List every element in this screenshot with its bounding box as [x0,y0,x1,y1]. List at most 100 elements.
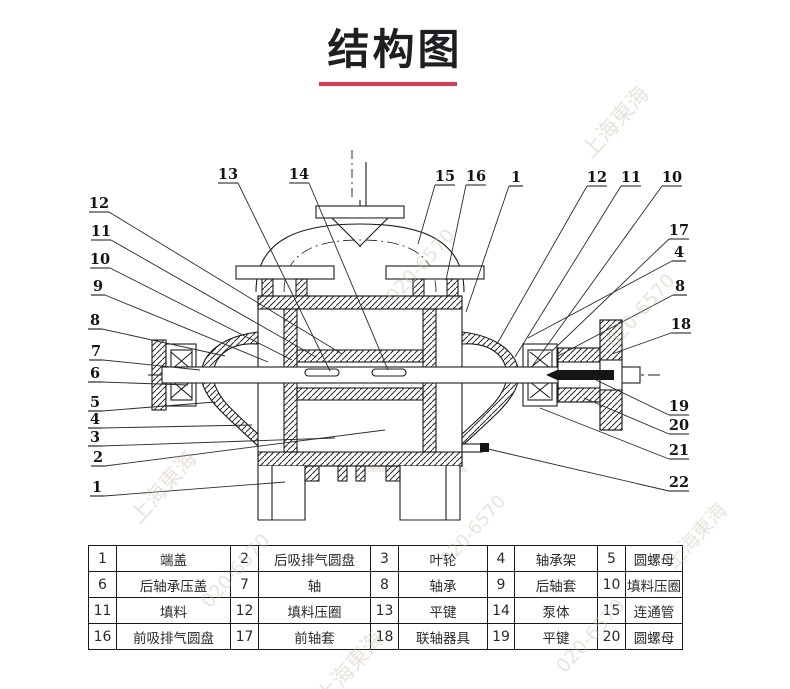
part-name-cell: 叶轮 [398,545,488,572]
svg-text:5: 5 [90,394,100,411]
page-title: 结构图 [327,25,463,74]
callout-12-0: 12 [89,195,343,355]
shaft [161,366,641,384]
svg-text:3: 3 [90,429,100,446]
svg-text:21: 21 [669,442,689,459]
callout-21-26: 21 [539,407,689,460]
svg-text:12: 12 [89,195,109,212]
svg-text:13: 13 [218,166,238,183]
svg-text:19: 19 [669,398,689,415]
svg-text:18: 18 [671,316,691,333]
part-name-cell: 填料压圈 [258,597,371,624]
part-name-cell: 端盖 [116,545,231,572]
part-name-cell: 泵体 [514,597,598,624]
svg-text:17: 17 [669,222,689,239]
dome-flanges [235,265,485,299]
svg-text:20: 20 [669,417,689,434]
svg-text:11: 11 [91,223,111,240]
callout-22-27: 22 [487,448,689,492]
part-no-cell: 5 [597,545,626,572]
svg-text:4: 4 [90,411,100,428]
part-name-cell: 填料压圈 [625,571,683,598]
svg-text:6: 6 [90,365,100,382]
part-name-cell: 后吸排气圆盘 [258,545,371,572]
svg-text:10: 10 [90,251,110,268]
svg-text:1: 1 [92,479,102,496]
callout-8-4: 8 [88,312,226,357]
svg-text:8: 8 [90,312,100,329]
part-name-cell: 圆螺母 [625,545,683,572]
part-name-cell: 平键 [398,597,488,624]
coupling [546,319,623,431]
svg-text:15: 15 [435,168,455,185]
part-no-cell: 11 [88,597,117,624]
callout-11-1: 11 [91,223,317,358]
svg-text:10: 10 [662,169,682,186]
part-no-cell: 19 [487,623,515,650]
callout-17-20: 17 [551,222,689,352]
part-name-cell: 填料 [116,597,231,624]
title-underline [319,82,457,86]
callout-6-6: 6 [88,365,189,386]
part-no-cell: 2 [230,545,259,572]
part-no-cell: 16 [88,623,117,650]
part-no-cell: 18 [370,623,399,650]
part-no-cell: 3 [370,545,399,572]
svg-text:1: 1 [511,169,521,186]
part-no-cell: 4 [487,545,515,572]
callout-11-18: 11 [514,169,641,358]
part-name-cell: 平键 [514,623,598,650]
part-name-cell: 后轴套 [514,571,598,598]
callout-10-19: 10 [532,169,682,366]
callout-7-5: 7 [89,343,201,371]
part-no-cell: 10 [597,571,626,598]
callout-2-10: 2 [91,429,386,467]
part-no-cell: 7 [230,571,259,598]
part-no-cell: 6 [88,571,117,598]
callout-14-13: 14 [289,166,389,371]
callout-13-12: 13 [218,166,331,372]
part-name-cell: 后轴承压盖 [116,571,231,598]
callout-3-9: 3 [88,429,336,447]
drain-pipe [461,443,489,453]
svg-text:8: 8 [675,278,685,295]
callout-1-16: 1 [465,169,523,313]
feet [257,465,461,521]
callout-10-2: 10 [90,251,293,361]
right-bearing-housing [461,331,520,448]
callout-20-25: 20 [583,397,689,435]
svg-text:2: 2 [93,449,103,466]
svg-text:4: 4 [674,244,684,261]
callout-4-8: 4 [88,411,253,429]
part-name-cell: 轴 [258,571,371,598]
callout-1-11: 1 [90,479,286,497]
callout-19-24: 19 [595,379,689,416]
inlet-flange [315,205,405,247]
svg-text:16: 16 [466,168,486,185]
svg-text:22: 22 [669,474,689,491]
part-no-cell: 13 [370,597,399,624]
callout-9-3: 9 [91,278,269,363]
callout-4-21: 4 [527,244,686,339]
svg-text:14: 14 [289,166,309,183]
svg-text:7: 7 [91,343,101,360]
part-name-cell: 轴承 [398,571,488,598]
part-name-cell: 联轴器具 [398,623,488,650]
callout-8-22: 8 [557,278,687,357]
callout-16-15: 16 [445,168,486,281]
dome [255,223,465,293]
part-no-cell: 1 [88,545,117,572]
part-name-cell: 前吸排气圆盘 [116,623,231,650]
part-name-cell: 连通管 [625,597,683,624]
part-no-cell: 9 [487,571,515,598]
part-no-cell: 17 [230,623,259,650]
part-name-cell: 前轴套 [258,623,371,650]
svg-text:9: 9 [93,278,103,295]
